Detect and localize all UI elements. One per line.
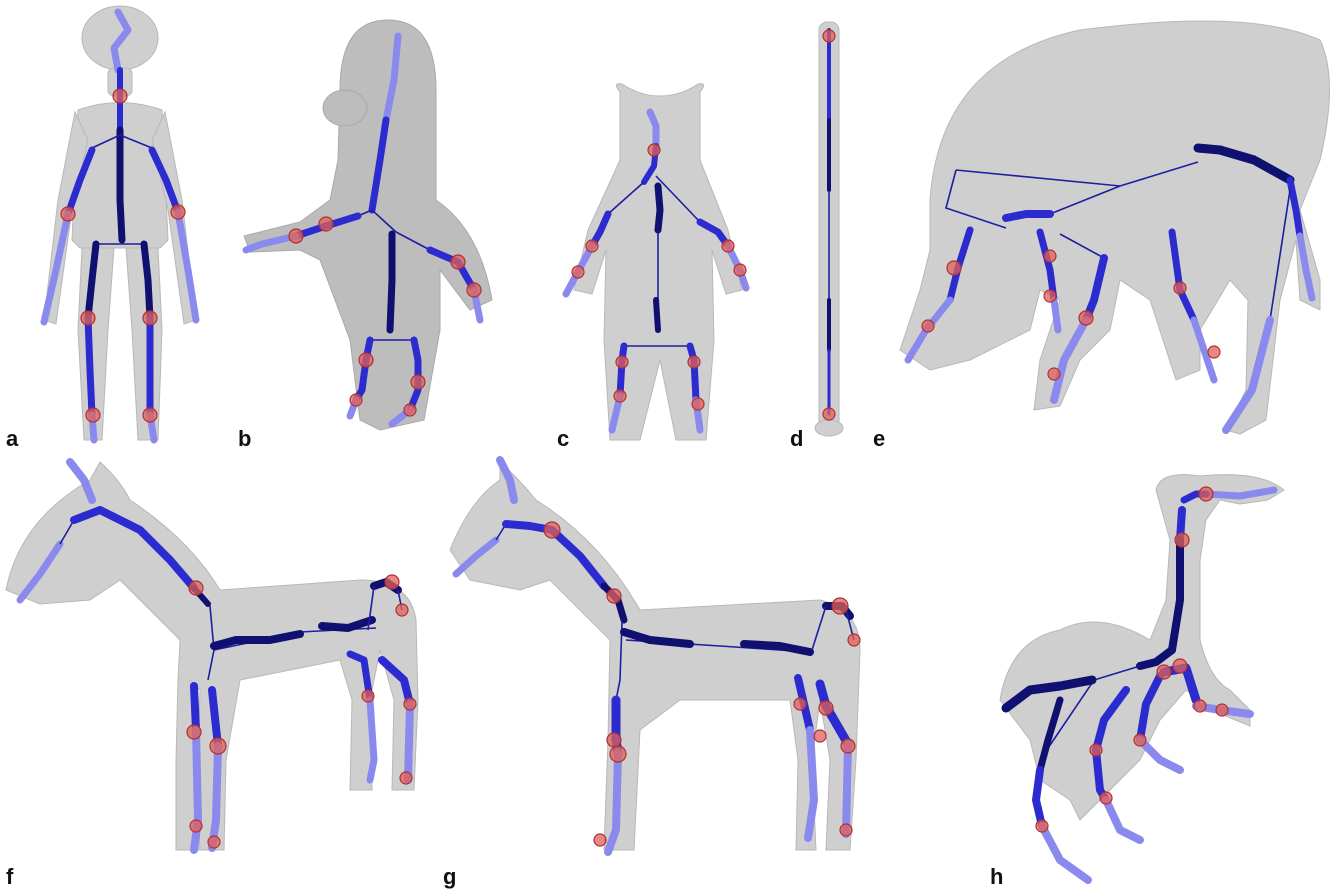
panel-label-b: b <box>238 428 251 450</box>
panel-g-mesh <box>450 462 860 850</box>
panel-c-figure <box>566 84 746 440</box>
panel-a-figure <box>44 6 196 440</box>
panel-label-a: a <box>6 428 18 450</box>
panel-label-g: g <box>443 866 456 888</box>
panel-b-figure <box>244 20 492 430</box>
panel-label-f: f <box>6 866 13 888</box>
panel-h-figure <box>1000 475 1284 880</box>
panel-label-c: c <box>557 428 569 450</box>
panel-label-d: d <box>790 428 803 450</box>
panel-e-mesh <box>900 21 1330 434</box>
panel-d-figure <box>815 22 843 436</box>
panel-d-joint <box>823 30 835 42</box>
panel-label-h: h <box>990 866 1003 888</box>
panel-label-e: e <box>873 428 885 450</box>
panel-f-figure <box>6 462 418 850</box>
panel-e-figure <box>900 21 1330 434</box>
panel-g-figure <box>450 460 860 852</box>
